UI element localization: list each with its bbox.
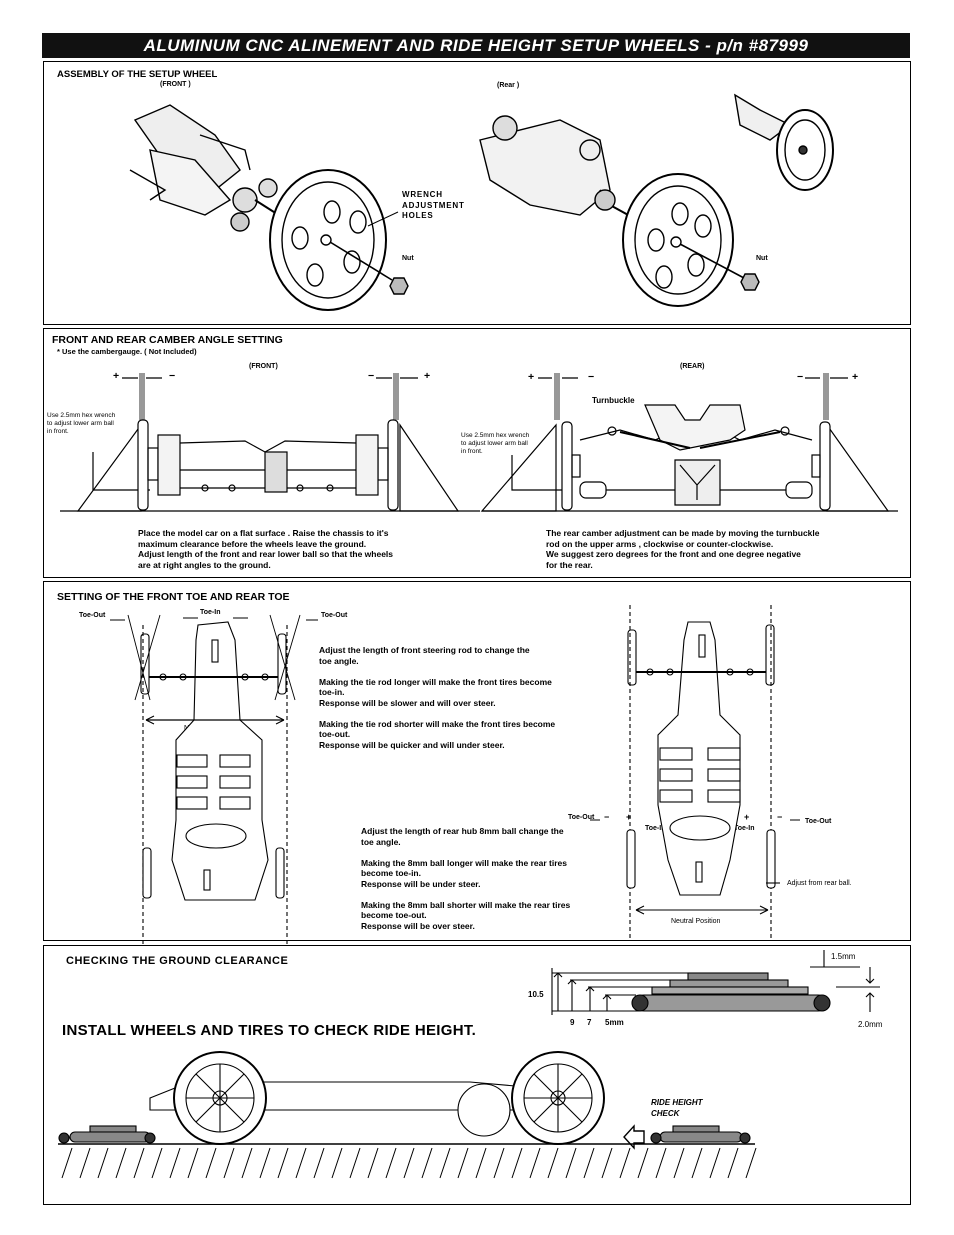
front-toe-out-left: Toe-Out — [79, 612, 106, 619]
nut-label-rear: Nut — [756, 255, 768, 262]
camber-note: * Use the cambergauge. ( Not Included) — [57, 347, 197, 356]
camber-plus-1: + — [113, 370, 120, 382]
rear-label: (Rear ) — [497, 82, 520, 89]
wrench-label: WRENCH ADJUSTMENT HOLES — [402, 190, 465, 220]
camber-plus-3: + — [528, 371, 535, 383]
dim-7: 7 — [587, 1018, 592, 1027]
rear-toe-out-left: Toe-Out — [568, 814, 595, 821]
camber-minus-1: − — [169, 370, 176, 382]
page-title: ALUMINUM CNC ALINEMENT AND RIDE HEIGHT S… — [42, 33, 910, 58]
front-label: (FRONT ) — [160, 81, 191, 88]
camber-rear-text: The rear camber adjustment can be made b… — [546, 528, 820, 570]
camber-minus-2: − — [368, 370, 375, 382]
rear-toe-minus-left: − — [604, 812, 610, 822]
camber-plus-4: + — [852, 371, 859, 383]
rear-toe-text: Adjust the length of rear hub 8mm ball c… — [361, 826, 571, 931]
camber-heading: FRONT AND REAR CAMBER ANGLE SETTING — [52, 334, 283, 346]
dim-2-0: 2.0mm — [858, 1020, 883, 1029]
camber-front-label: (FRONT) — [249, 363, 278, 370]
assembly-heading: ASSEMBLY OF THE SETUP WHEEL — [57, 69, 218, 80]
ground-panel — [43, 945, 911, 1205]
assembly-panel — [43, 61, 911, 325]
camber-rear-label: (REAR) — [680, 363, 705, 370]
rear-toe-in-right: Toe-In — [734, 825, 755, 832]
rear-toe-plus-left: + — [626, 812, 632, 822]
camber-minus-4: − — [797, 371, 804, 383]
turnbuckle-label: Turnbuckle — [592, 396, 635, 405]
dim-9: 9 — [570, 1018, 575, 1027]
front-toe-in: Toe-In — [200, 609, 221, 616]
camber-front-text: Place the model car on a flat surface . … — [138, 528, 394, 570]
rear-toe-plus-right: + — [744, 812, 750, 822]
nut-label-front: Nut — [402, 255, 414, 262]
front-neutral-label: Neutral Position — [184, 725, 234, 732]
rear-toe-in-left: Toe-In — [645, 825, 666, 832]
front-toe-text: Adjust the length of front steering rod … — [319, 645, 556, 750]
ground-heading: CHECKING THE GROUND CLEARANCE — [66, 955, 289, 967]
rear-neutral-label: Neutral Position — [671, 918, 721, 925]
front-hex-note: Use 2.5mm hex wrench to adjust lower arm… — [47, 412, 116, 435]
toe-heading: SETTING OF THE FRONT TOE AND REAR TOE — [57, 591, 290, 603]
rear-toe-out-right: Toe-Out — [805, 818, 832, 825]
ride-height-check: RIDE HEIGHT CHECK — [651, 1098, 703, 1118]
install-heading: INSTALL WHEELS AND TIRES TO CHECK RIDE H… — [62, 1022, 477, 1039]
dim-10-5: 10.5 — [528, 990, 544, 999]
dim-5: 5mm — [605, 1018, 624, 1027]
rear-toe-minus-right: − — [777, 812, 783, 822]
toe-panel — [43, 581, 911, 941]
camber-minus-3: − — [588, 371, 595, 383]
rear-hex-note: Use 2.5mm hex wrench to adjust lower arm… — [461, 432, 530, 455]
dim-1-5: 1.5mm — [831, 952, 856, 961]
camber-plus-2: + — [424, 370, 431, 382]
camber-panel — [43, 328, 911, 578]
adjust-rear-label: Adjust from rear ball. — [787, 880, 852, 887]
front-toe-out-right: Toe-Out — [321, 612, 348, 619]
